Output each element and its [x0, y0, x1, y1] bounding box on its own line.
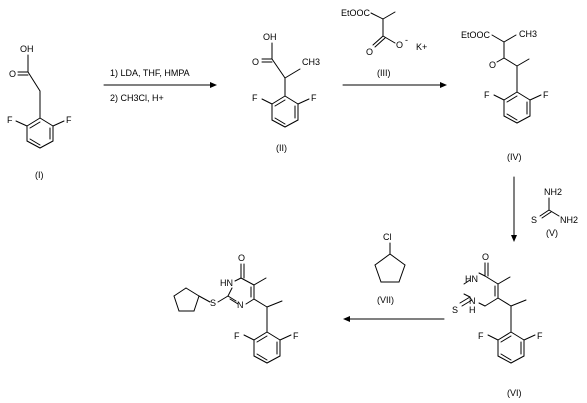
compound-label: (IV): [507, 152, 522, 162]
atom-ch3: CH3: [519, 29, 537, 39]
arrow-step-3: [511, 176, 517, 242]
atom-o: O: [482, 252, 489, 262]
atom-ch3: CH3: [302, 57, 320, 67]
atom-o: O: [238, 253, 245, 263]
atom-o: O: [489, 60, 496, 70]
atom-s: S: [452, 305, 458, 315]
methyl-group: CH3: [302, 57, 320, 67]
compound-i: OH O F F (I): [7, 44, 72, 180]
compound-vi: O HN S N H F F (VI): [452, 252, 543, 398]
compound-v: NH2 S NH2 (V): [531, 187, 578, 238]
product: S HN N O F F: [173, 253, 299, 364]
compound-vii: Cl (VII): [374, 232, 406, 305]
atom-oh: OH: [20, 44, 34, 54]
atom-hn: HN: [220, 278, 233, 288]
compound-label: (II): [276, 143, 287, 153]
atom-f: F: [234, 331, 240, 341]
atom-etooc: EtOOC: [341, 8, 371, 18]
atom-f: F: [7, 115, 13, 125]
compound-label: (VI): [507, 388, 522, 398]
compound-label: (III): [377, 68, 391, 78]
reagent-line-2: 2) CH3Cl, H+: [110, 93, 164, 103]
atom-s: S: [531, 215, 537, 225]
atom-etooc: EtOOC: [461, 30, 491, 40]
atom-f: F: [66, 115, 72, 125]
atom-o: O: [366, 47, 373, 57]
arrow-step-4: [343, 316, 445, 322]
atom-f: F: [311, 93, 317, 103]
arrow-step-1: 1) LDA, THF, HMPA 2) CH3Cl, H+: [103, 68, 217, 103]
atom-n: N: [469, 296, 476, 306]
compound-iv: EtOOC CH3 O F F (IV): [461, 29, 549, 162]
atom-n: N: [237, 300, 244, 310]
atom-nh2: NH2: [544, 187, 562, 197]
atom-nh2: NH2: [560, 215, 578, 225]
atom-s: S: [210, 298, 216, 308]
atom-cl: Cl: [383, 232, 392, 242]
atom-f: F: [252, 93, 258, 103]
compound-label: (VII): [377, 295, 394, 305]
atom-h: H: [469, 305, 476, 315]
reagent-line-1: 1) LDA, THF, HMPA: [110, 68, 190, 78]
atom-k-plus: K+: [416, 42, 427, 52]
atom-f: F: [537, 331, 543, 341]
atom-f: F: [484, 90, 490, 100]
atom-o: O: [252, 57, 259, 67]
svg-text:CH3: CH3: [302, 57, 320, 67]
compound-label: (I): [35, 170, 44, 180]
atom-f: F: [478, 331, 484, 341]
arrow-step-2: [342, 82, 447, 88]
atom-hn: HN: [465, 274, 478, 284]
compound-ii: OH O CH3 F F (II): [252, 32, 320, 153]
atom-o-minus: O: [396, 40, 403, 50]
atom-o: O: [9, 69, 16, 79]
compound-label: (V): [546, 228, 558, 238]
atom-f: F: [293, 331, 299, 341]
atom-oh: OH: [263, 32, 277, 42]
compound-iii: EtOOC O O - K+ (III): [341, 8, 427, 78]
charge-minus: -: [405, 35, 408, 45]
atom-f: F: [543, 90, 549, 100]
